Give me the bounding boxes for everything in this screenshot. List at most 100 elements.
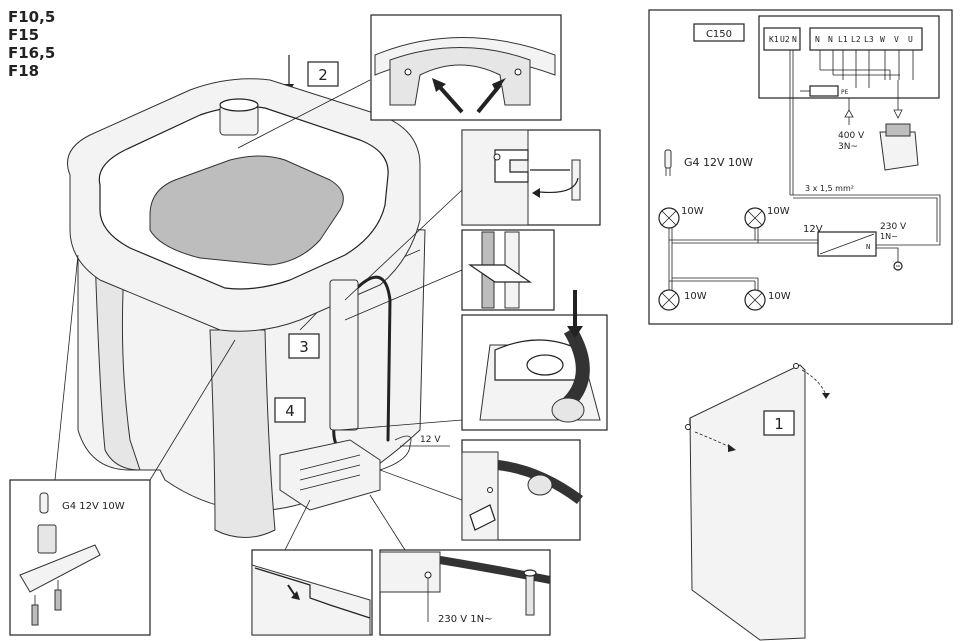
- detail-panel-slot: [251, 549, 373, 636]
- terminal-label: N: [828, 35, 833, 44]
- supply-arrow-icon: [844, 109, 854, 118]
- model-list: F10,5 F15 F16,5 F18: [8, 8, 55, 80]
- leader-line: [344, 189, 463, 301]
- step-4-box: [274, 397, 306, 423]
- pe-label: PE: [841, 89, 849, 96]
- heater-front-panel: [209, 329, 276, 538]
- detail-rim: [370, 14, 562, 121]
- arrow-head-icon: [492, 78, 506, 92]
- panel-edge: [254, 567, 371, 619]
- terminal-label: W: [880, 35, 885, 44]
- supply-label: 3N~: [838, 142, 858, 152]
- model-label: F16,5: [8, 44, 55, 62]
- lamp-power-label: 10W: [684, 291, 707, 302]
- lamp-symbol: 10W: [744, 289, 791, 311]
- terminal-label: N: [815, 35, 820, 44]
- transformer-in-label: 1N~: [880, 232, 898, 241]
- transformer-input: [876, 244, 900, 262]
- lamp-cross: [661, 292, 677, 308]
- heater-arrow-icon: [893, 109, 903, 119]
- arrow-head-icon: [728, 444, 736, 452]
- leader-line: [149, 339, 236, 481]
- wiring-schematic: C150 K1 U2 N N N L1 L2 L3 W V U PE 400 V…: [648, 9, 953, 325]
- cable-spec-label: 3 x 1,5 mm²: [805, 184, 854, 193]
- lamp-bulb-icon: [39, 492, 49, 514]
- transformer-in-label: 230 V: [880, 222, 907, 232]
- controller-label: C150: [706, 29, 732, 40]
- low-voltage-label: 12 V: [420, 435, 441, 445]
- lamp-cross: [747, 210, 763, 226]
- mains-label: 230 V 1N~: [438, 614, 493, 625]
- mount-direction-icon: [801, 369, 827, 396]
- terminal-label: N: [792, 35, 797, 44]
- lamp-power-label: 10W: [767, 206, 790, 217]
- bracket-slot: [494, 149, 529, 183]
- model-label: F10,5: [8, 8, 55, 26]
- panel-sheet: [251, 564, 371, 636]
- cable-hole: [526, 354, 564, 376]
- lamp-power-label: 10W: [681, 206, 704, 217]
- arrow-head-icon: [291, 591, 300, 600]
- step-1-label: 1: [774, 415, 784, 433]
- lamp-channel: [329, 279, 359, 431]
- controller-label-box: [693, 23, 745, 42]
- clip: [571, 159, 581, 201]
- supply-cable: [790, 194, 941, 246]
- lamp-power-label: 10W: [768, 291, 791, 302]
- arrow-head-icon: [567, 326, 583, 338]
- arrow-head-icon: [432, 78, 446, 92]
- screw-icon: [31, 604, 39, 626]
- mount-hole: [793, 363, 799, 369]
- terminal-strip: [299, 454, 361, 491]
- terminal-group-left: [763, 27, 801, 51]
- clip-tab: [469, 504, 496, 531]
- lamp-socket: [37, 524, 57, 554]
- rim-bracket: [389, 47, 531, 106]
- lamp-type-label: G4 12V 10W: [684, 156, 753, 169]
- terminal-label: L3: [864, 35, 874, 44]
- terminal-label: U: [908, 35, 913, 44]
- heater-side-panel: [94, 254, 141, 471]
- terminal-label: L1: [838, 35, 848, 44]
- arrow-head-icon: [532, 188, 540, 198]
- lamp-bulb-icon: [664, 149, 672, 169]
- heater-cap-top: [219, 98, 259, 112]
- transformer-out-label: 12V: [803, 224, 823, 235]
- bracket-hole: [404, 68, 412, 76]
- clip-tab: [468, 264, 532, 283]
- detail-lamp-clip: [461, 229, 555, 311]
- detail-cable-entry: [461, 439, 583, 541]
- leader-line: [237, 79, 371, 149]
- heater-icon-top: [885, 123, 911, 137]
- arrow-icon: [436, 83, 464, 114]
- leader-line: [54, 254, 79, 481]
- pe-bar: [809, 85, 839, 97]
- leader-line: [284, 499, 311, 551]
- lamp-bracket: [19, 544, 101, 593]
- step-3-label: 3: [299, 338, 309, 356]
- step-2-label: 2: [318, 66, 328, 84]
- side-panel-illustration: 1: [685, 363, 830, 641]
- detail-mains-cable: 230 V 1N~: [379, 549, 551, 636]
- supply-label: 400 V: [838, 131, 865, 141]
- detail-lamp-socket: G4 12V 10W: [9, 479, 151, 636]
- heater-illustration: 12 V 2 3 4: [54, 55, 463, 551]
- low-voltage-wire: [379, 435, 412, 471]
- rotate-arrow-icon: [539, 177, 579, 194]
- lamp-label: G4 12V 10W: [62, 501, 125, 512]
- step-2-box: [307, 61, 339, 87]
- heater-icon: [879, 131, 919, 171]
- screw-hole: [424, 571, 432, 579]
- arrow-head-icon: [822, 393, 830, 399]
- screw-icon: [54, 589, 62, 611]
- cable-icon: [439, 556, 551, 584]
- screw-hole: [487, 487, 493, 493]
- screw-head: [523, 569, 537, 577]
- leader-line: [344, 269, 463, 321]
- terminal-label: U2: [780, 35, 790, 44]
- lamp-cross: [747, 292, 763, 308]
- internal-wiring: [820, 69, 900, 88]
- terminal-group-right: [809, 27, 923, 51]
- leader-line: [369, 494, 406, 551]
